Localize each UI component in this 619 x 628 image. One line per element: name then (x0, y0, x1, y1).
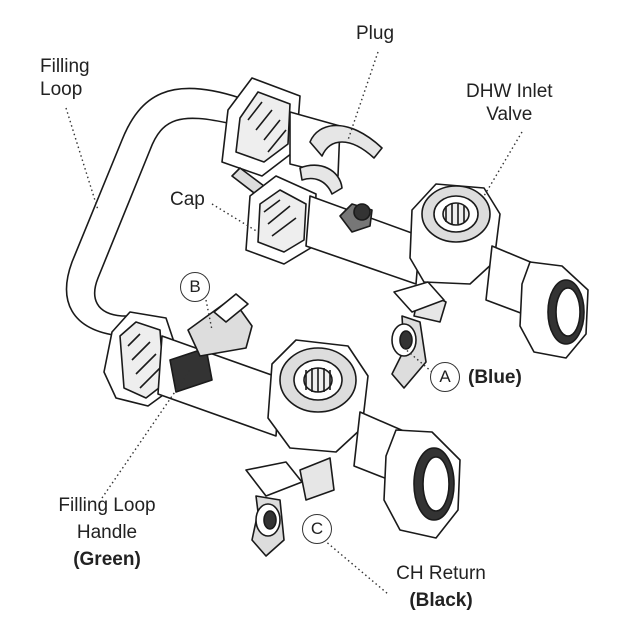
dhw-inlet-hex (409, 183, 501, 285)
filling-loop-tube (65, 87, 241, 337)
dhw-valve-body (305, 195, 421, 285)
filling-loop-label: Filling Loop (40, 56, 90, 100)
blue-label: (Blue) (468, 367, 522, 388)
top-union-nut (221, 77, 301, 197)
marker-b: B (180, 272, 210, 302)
leader-plug (347, 51, 379, 141)
dhw-outlet-nut (519, 261, 589, 359)
leader-dhw (483, 131, 523, 197)
leader-b (205, 299, 213, 331)
marker-c: C (302, 514, 332, 544)
plug-label: Plug (356, 23, 395, 44)
black-lever (245, 457, 335, 557)
leader-c (323, 539, 389, 595)
blue-lever (391, 281, 447, 389)
dhw-inlet-valve-label: DHW Inlet Valve (466, 81, 553, 125)
leader-a (403, 347, 433, 373)
plug-clip (309, 124, 383, 159)
cap-label: Cap (170, 189, 205, 210)
ch-return-label: CH Return (Black) (396, 563, 486, 611)
filling-loop-handle-label: Filling Loop Handle (Green) (58, 495, 156, 570)
ch-return-hex (267, 339, 369, 453)
marker-a: A (430, 362, 460, 392)
leader-filling-loop (65, 107, 99, 211)
ch-outlet-nut (383, 429, 461, 539)
leader-filling-handle (101, 369, 191, 499)
